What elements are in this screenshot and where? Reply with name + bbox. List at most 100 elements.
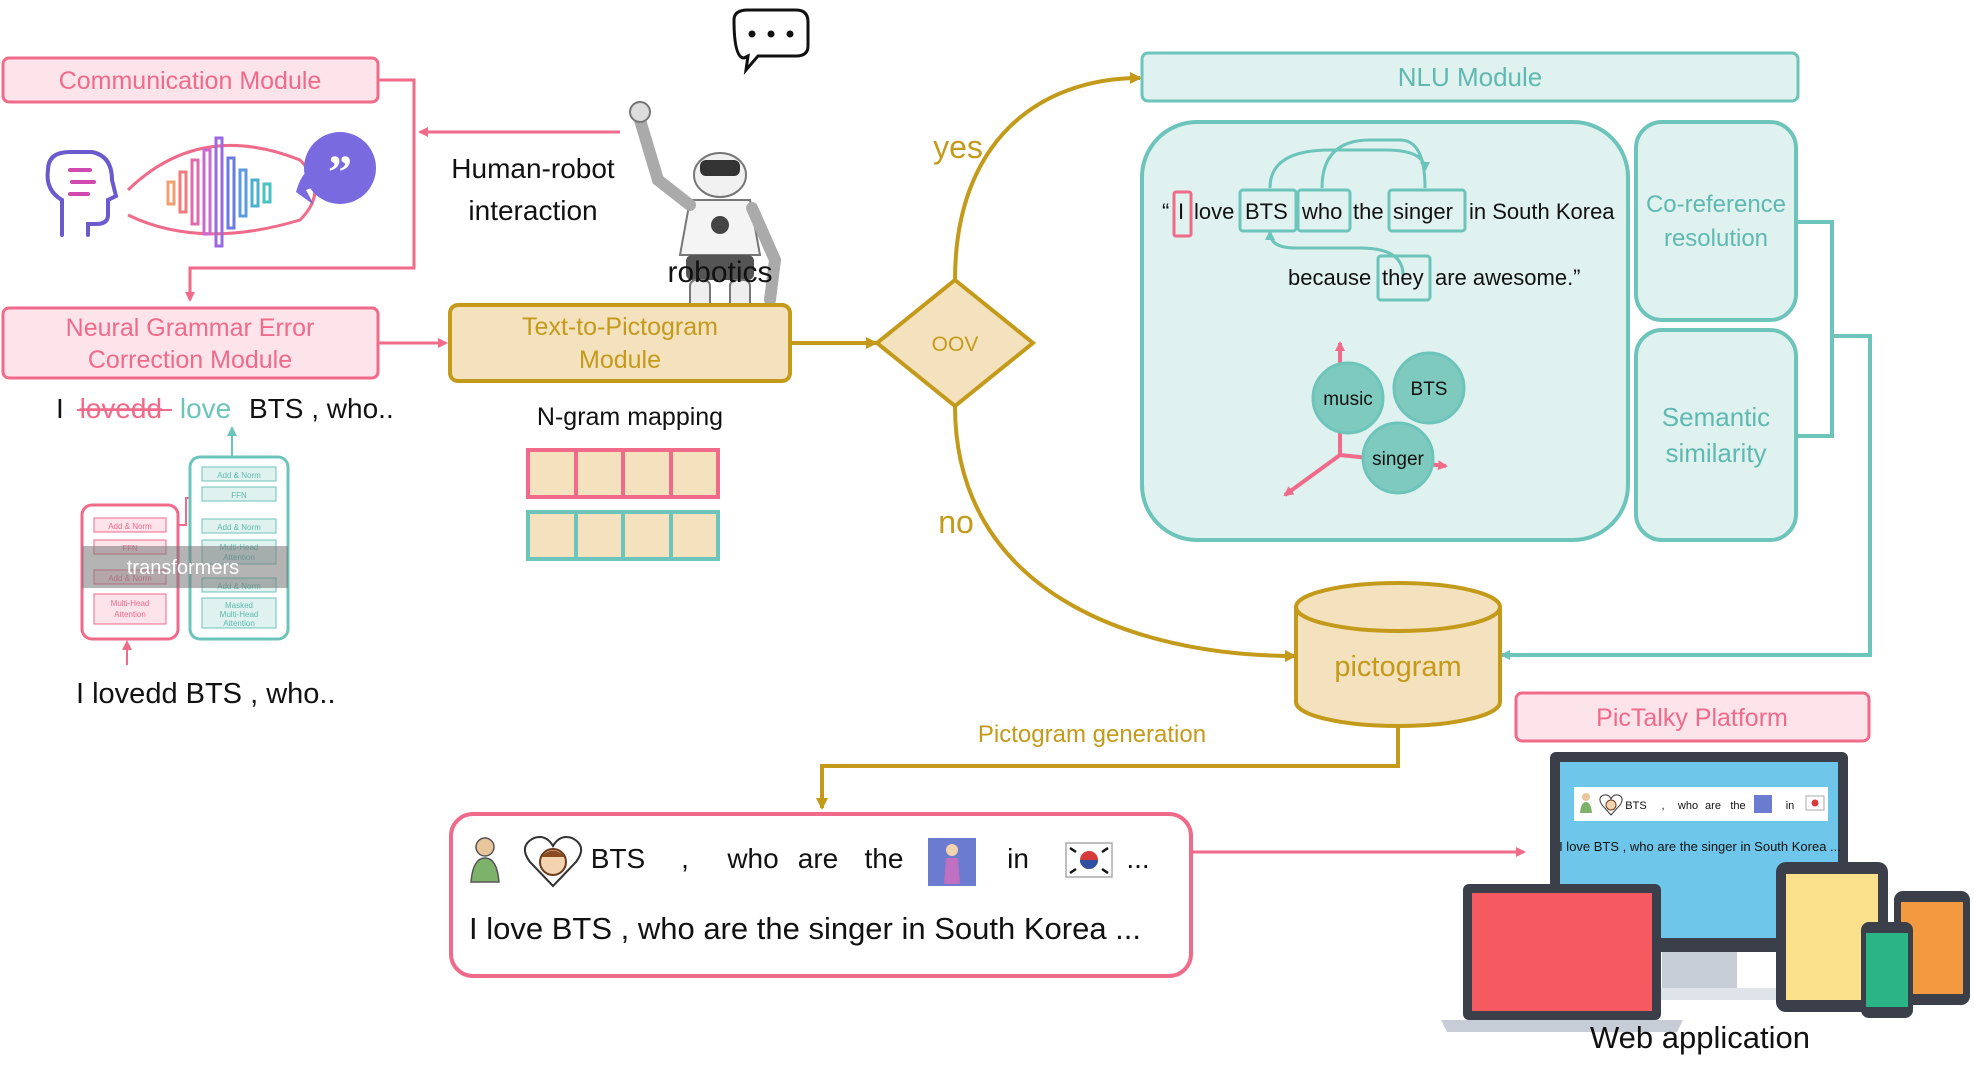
nlu-module-label: NLU Module: [1398, 62, 1543, 92]
coref-arcs: [1265, 138, 1430, 276]
web-word-in: in: [1786, 800, 1795, 812]
decoder-masked-multi-head: Multi-Head: [220, 610, 259, 619]
encoder-attention: Attention: [114, 610, 146, 619]
embedding-node-singer: [1361, 421, 1435, 495]
embedding-label-singer: singer: [1372, 449, 1424, 470]
communication-module-label: Communication Module: [59, 67, 322, 95]
web-word-are: are: [1705, 800, 1721, 812]
nlu-to-pictogram-arrow: [1500, 334, 1872, 660]
decoder-masked: Masked: [225, 601, 253, 610]
robot-illustration: [629, 101, 782, 340]
coref-label-line1: Co-reference: [1646, 191, 1786, 218]
pictalky-platform-box: [1514, 691, 1871, 743]
decoder-masked-attention: Attention: [223, 619, 255, 628]
comm-to-gec-connector: [185, 78, 416, 302]
word-they-highlight: [1376, 254, 1432, 302]
web-application-label: Web application: [1590, 1020, 1810, 1055]
output-sentence: I love BTS , who are the singer in South…: [469, 911, 1141, 946]
semsim-label-line1: Semantic: [1662, 402, 1770, 432]
embedding-node-bts: [1392, 351, 1466, 425]
nlu-word-singer: singer: [1393, 199, 1453, 224]
web-word-the: the: [1730, 800, 1745, 812]
t2p-module-label-line2: Module: [579, 346, 661, 374]
yes-branch-arrow: [953, 72, 1142, 281]
heart-face-pictogram-icon: [523, 836, 583, 888]
hri-label-line1: Human-robot: [451, 153, 615, 184]
pictogram-database: [1294, 581, 1502, 728]
laptop-device: [1441, 884, 1683, 1032]
transformer-diagram: Add & Norm FFN Add & Norm Multi-Head Att…: [80, 426, 290, 665]
output-box: [449, 812, 1193, 978]
speech-bubble-icon: [732, 8, 810, 75]
decoder-add-norm-2: Add & Norm: [217, 523, 261, 532]
web-singer-icon: [1754, 795, 1772, 813]
output-word-in: in: [1007, 843, 1029, 874]
nlu-word-because: because: [1288, 265, 1371, 290]
gec-output-prefix: I: [56, 393, 64, 424]
robotics-label: robotics: [667, 256, 772, 289]
hri-label-line2: interaction: [468, 195, 597, 226]
chat-bubble-icon: ”: [296, 132, 376, 205]
ngram-grid-pink: [526, 448, 720, 499]
nlu-bracket-connector: [1796, 220, 1834, 438]
no-label: no: [938, 504, 974, 540]
singer-pictogram-icon: [928, 838, 976, 886]
gec-output-sentence: I lovedd love BTS , who..: [56, 393, 394, 424]
decoder-add-norm-3: Add & Norm: [217, 471, 261, 480]
embedding-label-bts: BTS: [1411, 379, 1448, 400]
output-word-who: who: [726, 843, 778, 874]
nlu-word-rest: in South Korea: [1469, 199, 1615, 224]
gec-output-wrong: lovedd: [80, 393, 163, 424]
human-head-icon: [45, 150, 119, 237]
gec-input-sentence: I lovedd BTS , who..: [76, 678, 336, 710]
yes-label: yes: [933, 129, 983, 165]
ngram-mapping-label: N-gram mapping: [537, 403, 723, 431]
coref-label-line2: resolution: [1664, 225, 1768, 252]
web-heart-icon: [1599, 794, 1623, 816]
sound-wave-icon: [126, 136, 317, 248]
web-word-who: who: [1677, 800, 1698, 812]
output-word-the: the: [865, 843, 904, 874]
web-word-comma: ,: [1661, 800, 1664, 812]
web-sentence: I love BTS , who are the singer in South…: [1559, 839, 1841, 854]
pictalky-platform-label: PicTalky Platform: [1596, 704, 1788, 732]
pictogram-db-label: pictogram: [1334, 651, 1461, 683]
transformers-label: transformers: [127, 557, 239, 579]
t2p-module-box: [448, 303, 792, 383]
pictogram-generation-arrow: [816, 728, 1400, 810]
t2p-module-label-line1: Text-to-Pictogram: [522, 313, 718, 341]
ngram-grid-teal: [526, 510, 720, 561]
person-pictogram-icon: [470, 837, 500, 883]
nlu-word-end: are awesome.”: [1435, 265, 1581, 290]
word-bts-highlight: [1238, 188, 1298, 233]
pictogram-generation-label: Pictogram generation: [978, 721, 1206, 748]
nlu-panel: [1140, 120, 1630, 542]
no-branch-arrow: [953, 405, 1297, 662]
embedding-label-music: music: [1323, 389, 1373, 410]
word-who-highlight: [1296, 188, 1352, 233]
semsim-box: [1634, 328, 1798, 542]
web-person-icon: [1580, 793, 1592, 813]
web-flag-icon: [1805, 795, 1825, 811]
nlu-word-i: I: [1178, 199, 1184, 224]
output-word-bts: BTS: [591, 843, 645, 874]
word-singer-highlight: [1387, 188, 1467, 233]
encoder-multi-head: Multi-Head: [111, 599, 150, 608]
decoder-ffn: FFN: [231, 491, 247, 500]
word-i-highlight: [1172, 190, 1193, 238]
output-word-dots: ...: [1126, 843, 1149, 874]
nlu-word-who: who: [1301, 199, 1342, 224]
gec-module-label-line2: Correction Module: [88, 346, 292, 374]
output-word-are: are: [798, 843, 838, 874]
phone-device-green: [1861, 922, 1913, 1018]
korea-flag-icon: [1065, 842, 1113, 878]
coref-box: [1634, 120, 1798, 322]
nlu-module-box: [1140, 51, 1800, 103]
output-word-comma: ,: [681, 843, 689, 874]
semsim-label-line2: similarity: [1665, 438, 1766, 468]
nlu-word-they: they: [1382, 265, 1424, 290]
gec-module-label-line1: Neural Grammar Error: [66, 314, 315, 342]
embedding-node-music: [1311, 361, 1385, 435]
